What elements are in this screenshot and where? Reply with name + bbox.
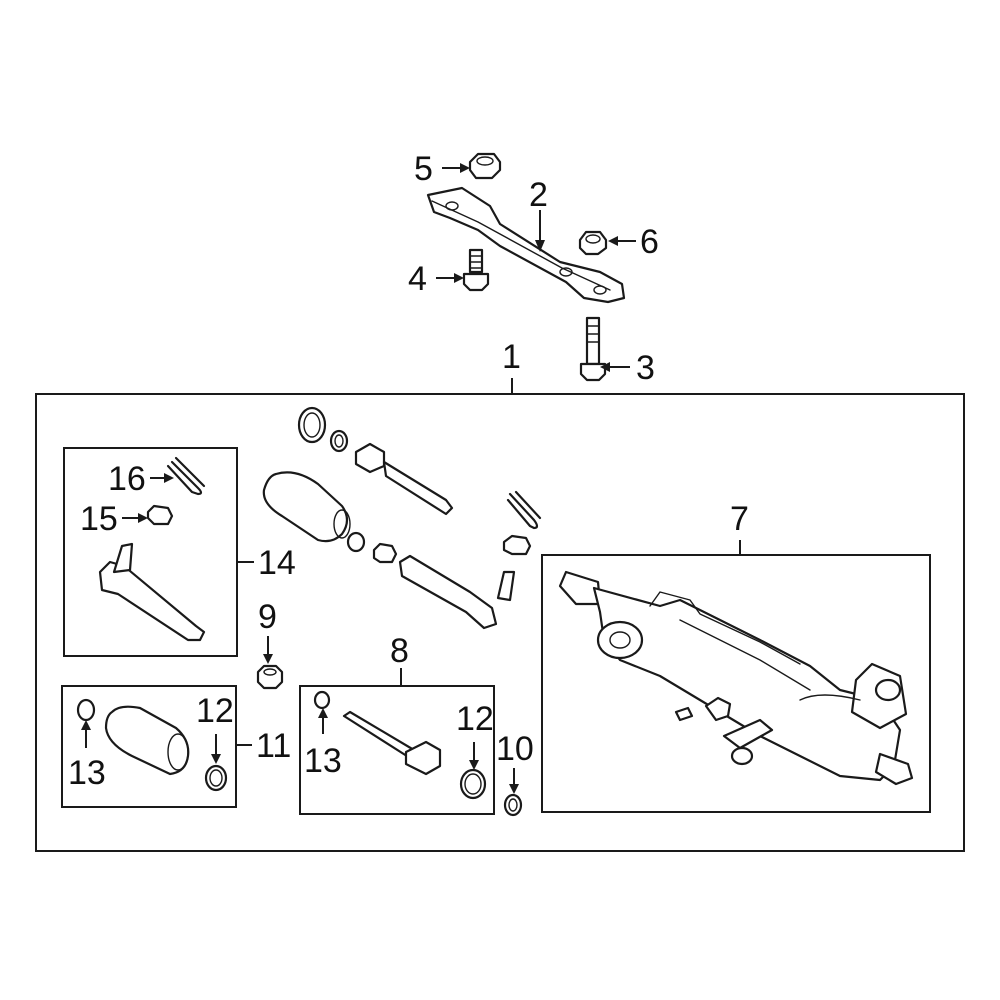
bushing-13-mid: [313, 690, 331, 710]
box-7: [541, 554, 931, 813]
flange-nut-6: [578, 230, 608, 256]
flange-nut-5: [468, 152, 502, 180]
o-ring-large: [297, 406, 327, 444]
bolt-3: [579, 316, 607, 382]
steering-gear-assembly: [558, 570, 914, 786]
callout-5: 5: [414, 150, 433, 188]
assembly-frame-1: [35, 393, 965, 852]
inner-tie-rod-upper: [354, 442, 454, 516]
callout-3: 3: [636, 349, 655, 387]
callout-15: 15: [80, 500, 118, 538]
callout-9: 9: [258, 598, 277, 636]
callout-7: 7: [730, 500, 749, 538]
bushing: [346, 531, 366, 553]
callout-6: 6: [640, 223, 659, 261]
bushing-13-left: [76, 698, 96, 722]
boot-11: [104, 705, 190, 776]
callout-13b: 13: [304, 742, 342, 780]
callout-4: 4: [408, 260, 427, 298]
callout-16: 16: [108, 460, 146, 498]
castle-nut-upper: [502, 534, 532, 556]
steering-boot: [262, 471, 351, 543]
nut-9: [256, 664, 284, 690]
o-ring-12-left: [204, 764, 228, 792]
callout-12a: 12: [196, 692, 234, 730]
o-ring-12-mid: [459, 768, 487, 800]
washer-10: [503, 793, 523, 817]
callout-8: 8: [390, 632, 409, 670]
outer-tie-rod-upper: [398, 554, 516, 630]
outer-tie-rod-end: [98, 542, 206, 642]
callout-13a: 13: [68, 754, 106, 792]
callout-10: 10: [496, 730, 534, 768]
callout-11: 11: [256, 727, 291, 765]
box-14: [63, 447, 238, 657]
inner-tie-rod-8: [342, 710, 442, 776]
jam-nut: [372, 542, 398, 564]
cotter-pin-16: [166, 456, 206, 496]
cotter-pin-upper: [506, 490, 542, 530]
callout-14: 14: [258, 544, 296, 582]
callout-1: 1: [502, 338, 521, 376]
mounting-bracket: [426, 186, 626, 304]
box-11: [61, 685, 237, 808]
box-8: [299, 685, 495, 815]
o-ring-small: [329, 429, 349, 453]
callout-2: 2: [529, 176, 548, 214]
nut-15: [146, 504, 174, 526]
stud-bolt-4: [462, 248, 490, 292]
callout-12b: 12: [456, 700, 494, 738]
